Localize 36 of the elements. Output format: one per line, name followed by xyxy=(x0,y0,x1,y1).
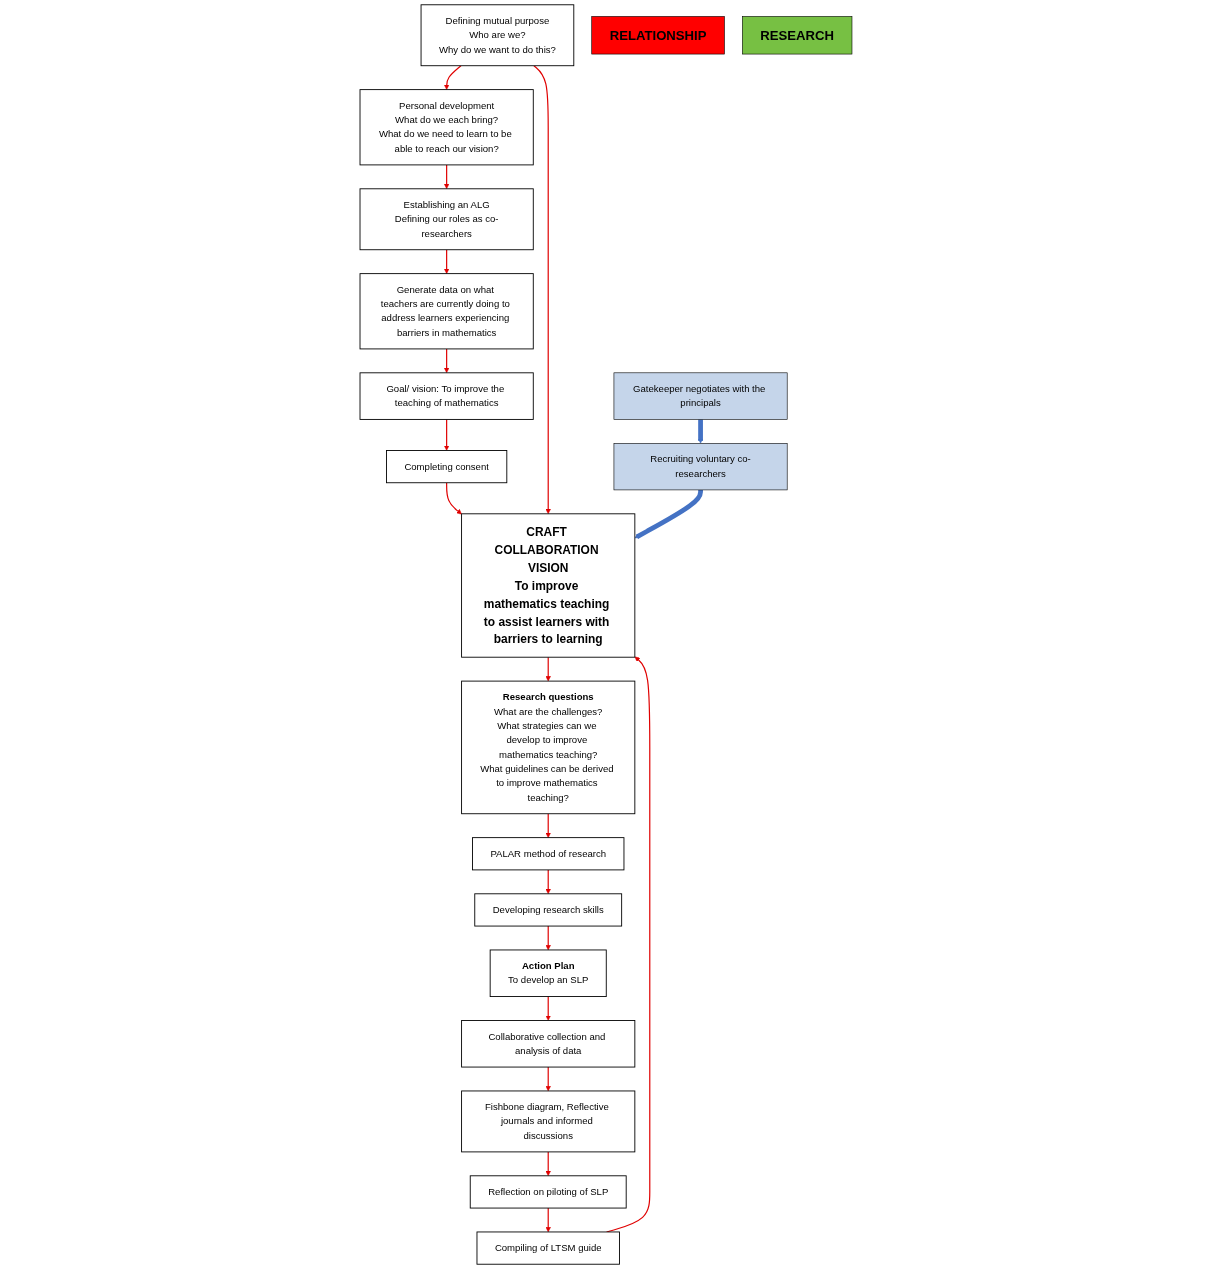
arrow xyxy=(545,925,551,951)
arrow xyxy=(444,348,450,374)
node-box: Developing research skills xyxy=(474,893,623,927)
node-box: Gatekeeper negotiates with the principals xyxy=(613,372,788,420)
arrow xyxy=(446,482,462,515)
node-box: Research questions What are the challenges? What strategies can we develop to improve mathematics teaching? What guidelines can be derived to improve mathematics teaching? xyxy=(461,680,636,815)
node-box: Fishbone diagram, Reflective journals and informed discussions xyxy=(461,1090,636,1153)
node-box: Compiling of LTSM guide xyxy=(476,1231,620,1265)
arrow xyxy=(444,65,462,90)
arrow xyxy=(444,418,450,451)
arrow xyxy=(545,1207,551,1233)
arrow xyxy=(545,869,551,895)
node-box: Action Plan To develop an SLP xyxy=(489,949,607,997)
node-box: Defining mutual purpose Who are we? Why do we want to do this? xyxy=(420,4,575,67)
arrow xyxy=(634,489,703,539)
node-box: RELATIONSHIP xyxy=(591,16,725,55)
node-box: Personal development What do we each bring? What do we need to learn to be able to reach our vision? xyxy=(359,89,534,166)
node-box: Goal/ vision: To improve the teaching of mathematics xyxy=(359,372,534,420)
node-box: Reflection on piloting of SLP xyxy=(469,1175,627,1209)
arrow xyxy=(545,813,551,838)
node-box: PALAR method of research xyxy=(472,837,625,871)
arrow xyxy=(697,419,704,444)
node-box: CRAFT COLLABORATION VISION To improve mathematics teaching to assist learners with barriers to learning xyxy=(461,513,636,658)
node-box: Generate data on what teachers are currently doing to address learners experiencing barriers in mathematics xyxy=(359,273,534,350)
arrow xyxy=(444,249,450,274)
arrow xyxy=(545,995,551,1021)
arrow xyxy=(545,1066,551,1092)
arrow xyxy=(545,1151,551,1177)
node-box: Collaborative collection and analysis of data xyxy=(461,1020,636,1068)
node-box: RESEARCH xyxy=(742,16,853,55)
arrow xyxy=(444,164,450,190)
node-box: Establishing an ALG Defining our roles as co-researchers xyxy=(359,188,534,251)
arrow xyxy=(545,656,551,682)
arrow xyxy=(533,65,551,515)
node-box: Recruiting voluntary co-researchers xyxy=(613,443,788,491)
node-box: Completing consent xyxy=(386,450,508,484)
